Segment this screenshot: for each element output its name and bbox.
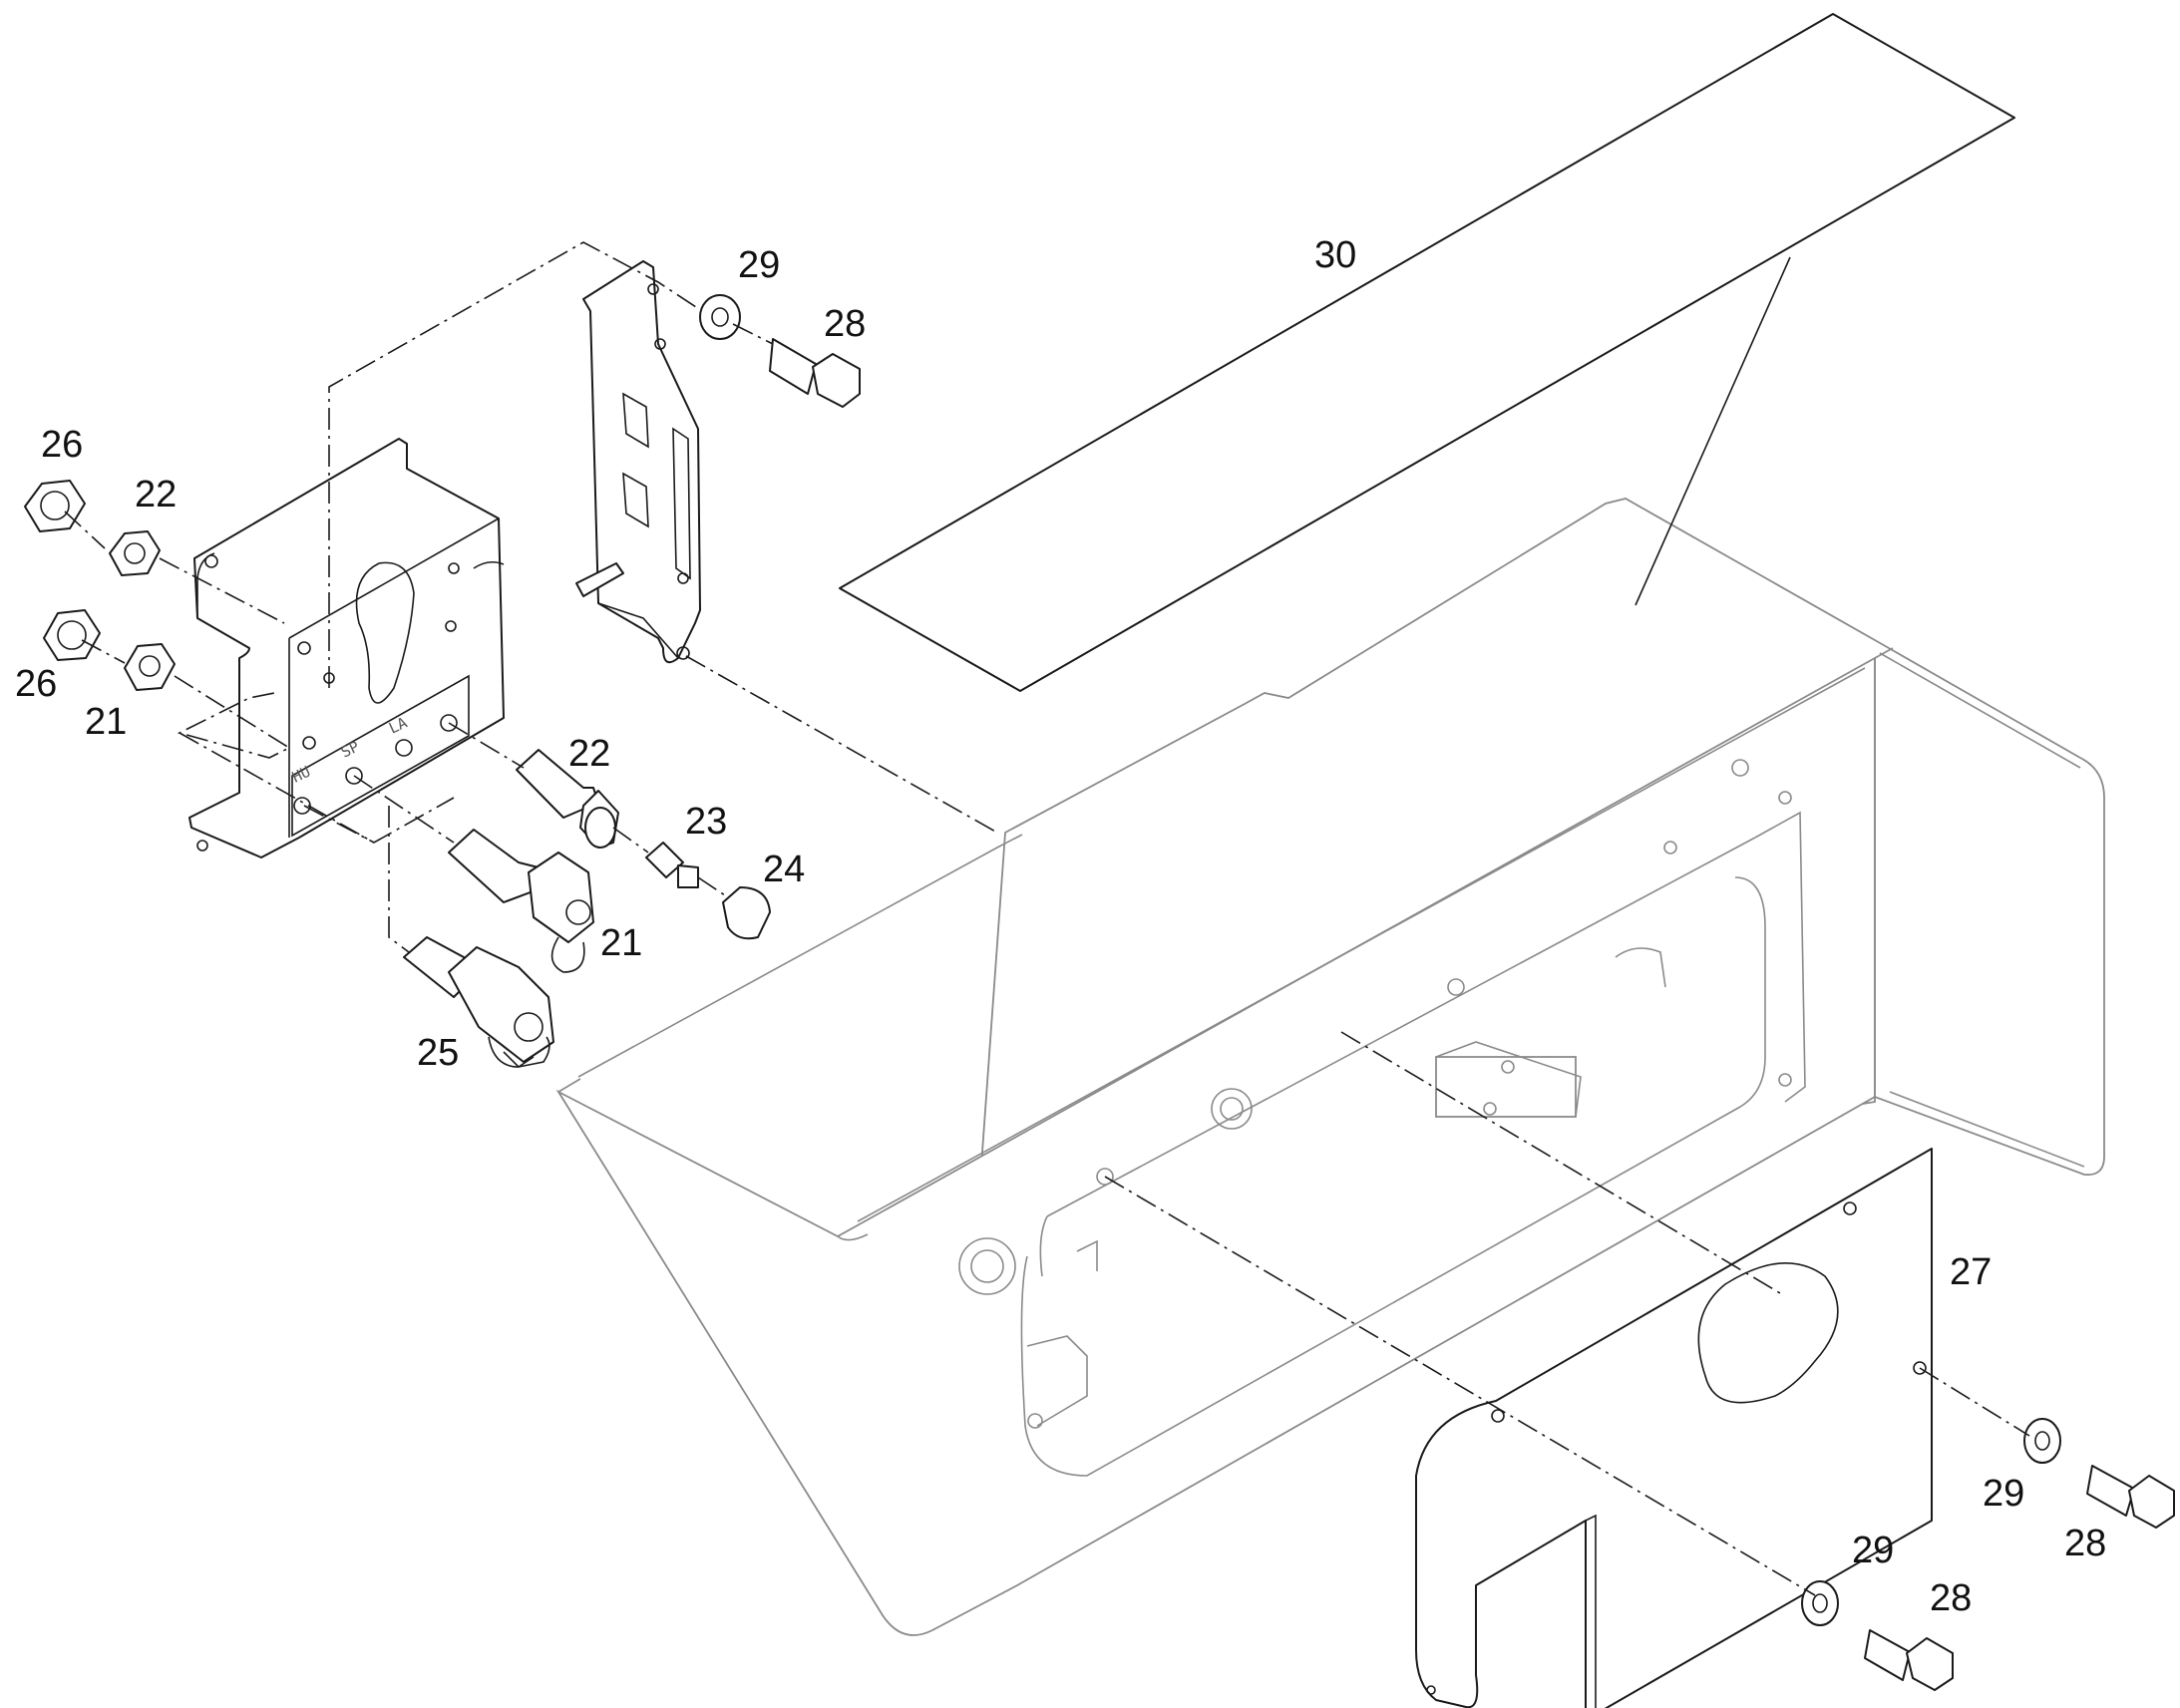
- washer-29-top: [699, 294, 741, 340]
- nut-26-bottom: [43, 609, 101, 661]
- mount-bracket: [575, 260, 701, 664]
- washer-29-right: [2023, 1418, 2061, 1464]
- callout-29-bottom: 29: [1852, 1530, 1894, 1571]
- bolt-28-top: [769, 338, 861, 408]
- cap-24: [722, 886, 771, 940]
- fitting-23: [645, 842, 699, 888]
- washer-29-bottom: [1801, 1580, 1839, 1626]
- main-housing: [555, 498, 2105, 1636]
- callout-28-top: 28: [824, 303, 866, 345]
- callout-21-right: 21: [600, 922, 642, 964]
- callout-28-right: 28: [2064, 1523, 2106, 1564]
- callout-24: 24: [763, 849, 805, 890]
- coupler-21-right: [448, 829, 594, 973]
- callout-29-top: 29: [738, 244, 780, 286]
- plate-label-la: LA: [386, 714, 410, 738]
- bolt-28-right: [2086, 1465, 2175, 1529]
- bolt-28-bottom: [1864, 1629, 1954, 1691]
- plate-label-sp: SP: [338, 738, 362, 762]
- callout-25: 25: [417, 1032, 459, 1074]
- callout-30: 30: [1314, 234, 1356, 276]
- nut-22-left: [109, 530, 161, 576]
- plate-label-hu: HU: [289, 763, 313, 787]
- connector-bracket: HU SP LA: [188, 438, 505, 858]
- callouts: 30 29 28 26 22 26 21 22 23 24 21 25 27 2…: [15, 234, 2106, 1619]
- callout-27: 27: [1950, 1251, 1992, 1293]
- nut-21-left: [124, 643, 176, 691]
- callout-21-left: 21: [85, 701, 127, 743]
- part-30-sheet: [839, 13, 2015, 692]
- callout-22-left: 22: [135, 474, 177, 515]
- nut-26-top: [24, 480, 86, 532]
- assembly-leader-lines: [64, 241, 2030, 1596]
- callout-22-right: 22: [568, 733, 610, 775]
- callout-26-bottom: 26: [15, 663, 57, 705]
- callout-26-top: 26: [41, 424, 83, 466]
- part-27-cover-plate: [1415, 1148, 1933, 1708]
- callout-28-bottom: 28: [1930, 1577, 1972, 1619]
- coupler-25: [403, 936, 554, 1069]
- fitting-22-right: [516, 749, 619, 849]
- callout-29-right: 29: [1983, 1473, 2024, 1515]
- callout-23: 23: [685, 801, 727, 843]
